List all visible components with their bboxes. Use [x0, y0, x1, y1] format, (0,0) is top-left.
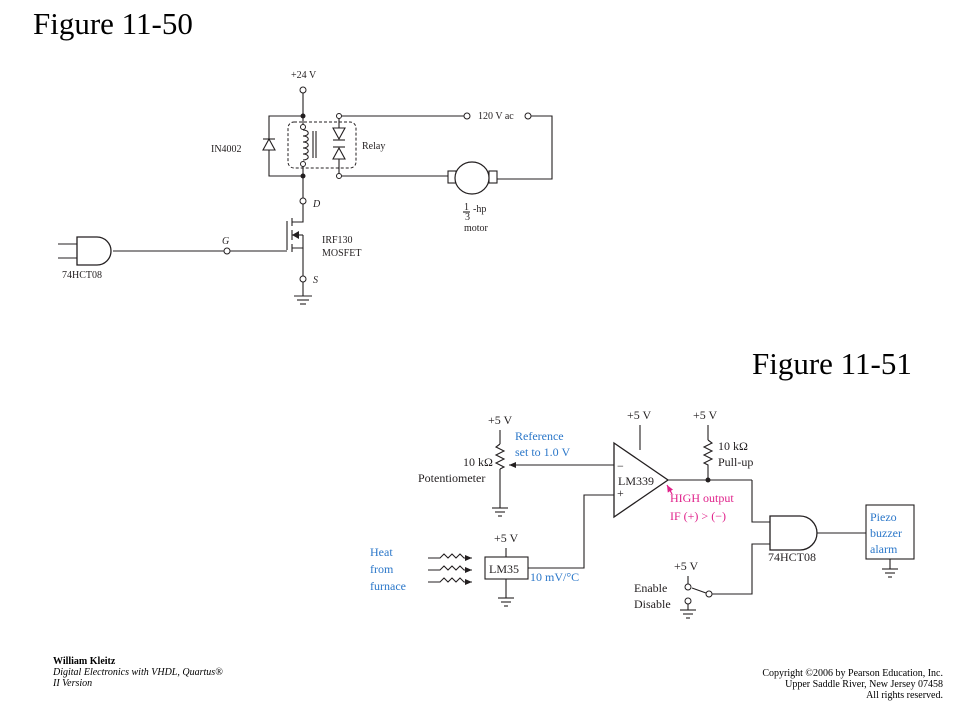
disable-label: Disable: [634, 597, 671, 611]
switch-common-contact: [705, 590, 713, 598]
piezo-ground: [882, 568, 898, 578]
motor-label: motor: [464, 223, 489, 234]
fig-11-51-schematic: +5 V 10 kΩ Potentiometer Reference set t…: [370, 408, 915, 619]
mosfet-part-label: IRF130: [322, 235, 353, 246]
pot-value-label: 10 kΩ: [463, 455, 493, 469]
sensor-scale-label: 10 mV/°C: [530, 570, 579, 584]
relay-box: [287, 121, 357, 169]
switch-disable-contact: [684, 597, 692, 605]
minus-label: −: [617, 459, 624, 473]
piezo-label-1: Piezo: [870, 510, 897, 524]
pot-name-label: Potentiometer: [418, 471, 485, 485]
author-name: William Kleitz: [53, 656, 116, 667]
ac-terminal-left: [463, 112, 471, 120]
comparator-label: LM339: [618, 474, 654, 488]
pullup-resistor: [702, 439, 714, 480]
fig-11-50-schematic: +24 V IN4002 Relay 120 V ac: [58, 70, 553, 305]
book-title-line-2: II Version: [53, 678, 93, 689]
copyright-line-3: All rights reserved.: [866, 690, 943, 701]
sensor-supply-label: +5 V: [494, 531, 519, 545]
high-output-label-1: HIGH output: [670, 491, 734, 505]
heat-label-1: Heat: [370, 545, 393, 559]
motor-symbol: [447, 161, 498, 195]
heat-label-2: from: [370, 562, 394, 576]
drain-label: D: [312, 199, 321, 210]
high-output-label-2: IF (+) > (−): [670, 509, 726, 523]
source-label: S: [313, 275, 318, 286]
book-title-line-1: Digital Electronics with VHDL, Quartus®: [53, 667, 223, 678]
gate-label: G: [222, 236, 229, 247]
gate-terminal: [223, 247, 231, 255]
pot-supply-label: +5 V: [488, 413, 513, 427]
pot-ground: [492, 507, 508, 517]
drain-terminal: [299, 197, 307, 205]
ground-symbol: [294, 295, 312, 305]
author-credit: William Kleitz Digital Electronics with …: [53, 656, 223, 689]
potentiometer: [494, 443, 506, 470]
figure-11-51-title: Figure 11-51: [752, 346, 912, 381]
plus-label: +: [617, 486, 624, 500]
enable-label: Enable: [634, 581, 667, 595]
heat-label-3: furnace: [370, 579, 406, 593]
piezo-label-3: alarm: [870, 542, 898, 556]
copyright-line-2: Upper Saddle River, New Jersey 07458: [785, 679, 943, 690]
relay-coil: [302, 129, 309, 161]
contact-lower: [332, 146, 346, 160]
ac-label: 120 V ac: [478, 111, 514, 122]
relay-label: Relay: [362, 141, 385, 152]
supply-terminal: [299, 86, 307, 94]
switch-enable-contact: [684, 583, 692, 591]
and-gate-label: 74HCT08: [768, 550, 816, 564]
and-gate-74hct08-b: [769, 515, 818, 551]
mosfet-type-label: MOSFET: [322, 248, 361, 259]
pullup-value-label: 10 kΩ: [718, 439, 748, 453]
piezo-buzzer-box: [865, 504, 915, 560]
copyright-line-1: Copyright ©2006 by Pearson Education, In…: [762, 668, 943, 679]
switch-supply-label: +5 V: [674, 559, 699, 573]
gate-ic-label: 74HCT08: [62, 270, 102, 281]
reference-label-1: Reference: [515, 429, 564, 443]
contact-upper: [332, 127, 346, 141]
mosfet-symbol: [286, 204, 304, 276]
comp-supply-label: +5 V: [627, 408, 652, 422]
comparator-lm339: [613, 441, 670, 519]
switch-ground: [680, 609, 696, 619]
copyright-notice: Copyright ©2006 by Pearson Education, In…: [762, 668, 943, 701]
and-gate-74hct08-a: [58, 236, 112, 266]
diode-label: IN4002: [211, 144, 242, 155]
supply-24v-label: +24 V: [291, 70, 317, 81]
pullup-name-label: Pull-up: [718, 455, 753, 469]
ac-terminal-right: [524, 112, 532, 120]
hp-unit: -hp: [473, 204, 486, 215]
reference-label-2: set to 1.0 V: [515, 445, 570, 459]
hp-denominator: 3: [465, 212, 470, 223]
piezo-label-2: buzzer: [870, 526, 902, 540]
switch-lever: [691, 587, 707, 594]
sensor-ground: [498, 597, 514, 607]
sensor-label: LM35: [489, 562, 519, 576]
figure-11-50-title: Figure 11-50: [33, 6, 193, 41]
hp-numerator: 1: [464, 202, 469, 213]
pullup-supply-label: +5 V: [693, 408, 718, 422]
heat-arrows: [428, 553, 472, 585]
source-terminal: [299, 275, 307, 283]
diode-symbol: [262, 137, 276, 151]
